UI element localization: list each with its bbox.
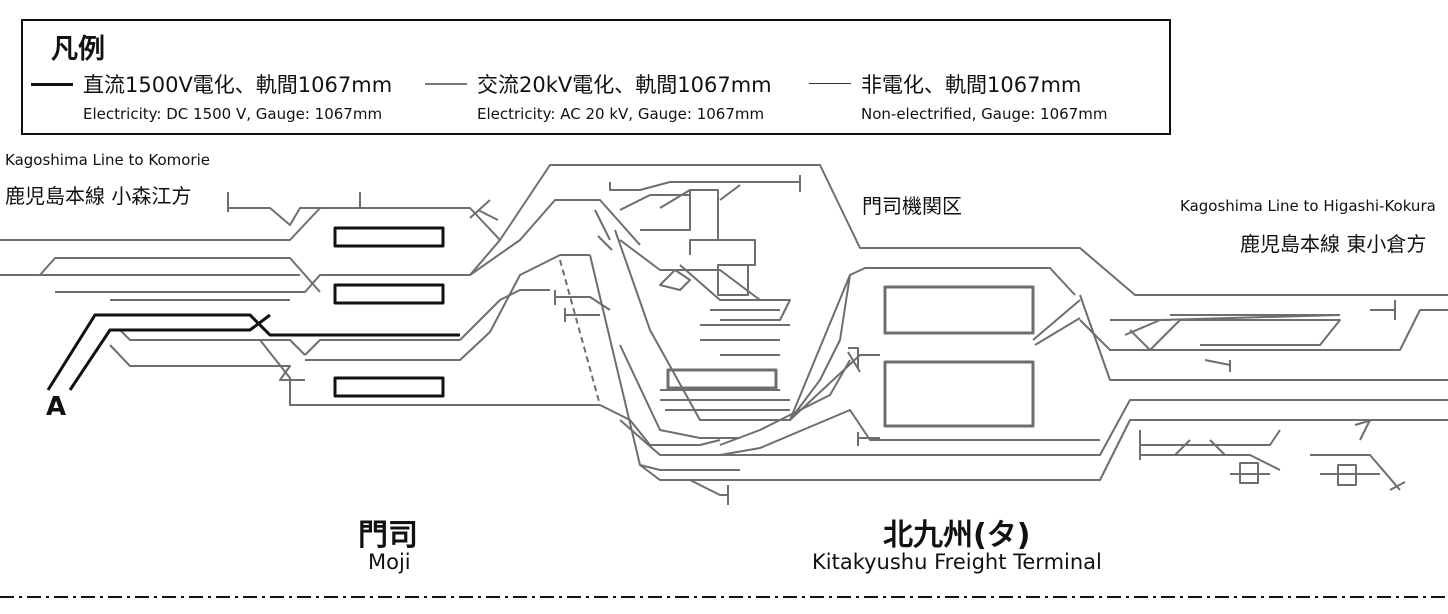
track-main-3 xyxy=(55,239,501,293)
track-depot-link-3 xyxy=(459,289,550,341)
track-east-3 xyxy=(1110,314,1341,336)
platform-terminal-1 xyxy=(883,285,1035,335)
track-east-siding-2 xyxy=(1140,454,1281,471)
track-terminal-west-2 xyxy=(719,359,851,446)
track-terminal-west xyxy=(789,274,851,421)
track-depot-2 xyxy=(619,184,741,211)
legend-title: 凡例 xyxy=(51,34,105,65)
label-komorie-jp: 鹿児島本線 小森江方 xyxy=(5,184,192,208)
track-dc-2 xyxy=(68,313,271,391)
track-east-stop xyxy=(1354,419,1406,491)
track-east-siding-5 xyxy=(1310,454,1401,491)
track-east-siding-3 xyxy=(1174,439,1226,456)
label-higashi-jp: 鹿児島本線 東小倉方 xyxy=(1240,232,1427,256)
track-depot-9 xyxy=(700,309,790,356)
track-terminal-lower xyxy=(719,409,1100,456)
legend-en-ac: Electricity: AC 20 kV, Gauge: 1067mm xyxy=(477,105,765,123)
track-depot-stub-2 xyxy=(564,308,600,322)
track-terminal-1 xyxy=(589,254,740,471)
label-terminal-jp: 北九州(タ) xyxy=(883,518,1031,553)
legend-en-dc: Electricity: DC 1500 V, Gauge: 1067mm xyxy=(83,105,383,123)
platform-terminal-2 xyxy=(883,360,1035,428)
track-depot-8 xyxy=(679,264,791,321)
track-terminal-stub xyxy=(689,479,729,505)
legend-jp-non-electrified: 非電化、軌間1067mm xyxy=(861,73,1082,97)
legend-en-non-electrified: Non-electrified, Gauge: 1067mm xyxy=(861,105,1108,123)
track-lower-3 xyxy=(259,339,600,406)
track-through-lower xyxy=(639,419,1448,481)
track-depot-4 xyxy=(700,239,756,296)
track-east-5 xyxy=(1370,300,1396,320)
label-komorie-en: Kagoshima Line to Komorie xyxy=(5,151,210,169)
track-terminal-stop-2 xyxy=(857,432,880,446)
track-dashed-link xyxy=(559,259,601,406)
label-terminal-en: Kitakyushu Freight Terminal xyxy=(812,550,1102,574)
track-east-6 xyxy=(1204,359,1231,372)
track-terminal-stop xyxy=(847,347,861,373)
track-depot-7 xyxy=(619,239,790,301)
track-dc-1 xyxy=(46,313,460,391)
track-depot-stub-1 xyxy=(554,290,611,311)
track-komorie-siding xyxy=(227,192,361,226)
track-terminal-3 xyxy=(619,344,740,439)
legend-jp-dc: 直流1500V電化、軌間1067mm xyxy=(83,73,393,97)
track-depot-yard xyxy=(660,389,790,411)
turntable-depot xyxy=(659,269,691,291)
track-east-siding-6 xyxy=(1320,419,1380,475)
track-depot-6 xyxy=(614,229,880,421)
track-depot-1 xyxy=(609,175,801,192)
track-lower-2 xyxy=(109,344,305,381)
track-east-1 xyxy=(1079,294,1448,381)
track-depot-link-1 xyxy=(469,199,641,276)
track-terminal-east xyxy=(1032,299,1081,346)
track-lower-4 xyxy=(305,331,491,361)
platform-moji-1 xyxy=(333,226,445,248)
track-terminal-loop-upper xyxy=(789,267,1076,421)
platform-depot xyxy=(666,368,778,390)
label-depot: 門司機関区 xyxy=(862,194,962,218)
track-lower-5 xyxy=(304,339,460,356)
track-depot-loop xyxy=(499,164,1448,296)
track-east-2 xyxy=(1079,319,1341,351)
legend-swatch-dc xyxy=(31,83,73,86)
track-stop-2 xyxy=(469,199,499,221)
legend-jp-ac: 交流20kV電化、軌間1067mm xyxy=(477,73,772,97)
track-depot-3 xyxy=(640,189,719,255)
legend-swatch-non-electrified xyxy=(809,83,851,84)
label-point-a: A xyxy=(46,392,67,422)
legend: 凡例 直流1500V電化、軌間1067mm Electricity: DC 15… xyxy=(21,19,1171,135)
label-higashi-en: Kagoshima Line to Higashi-Kokura xyxy=(1180,197,1436,215)
label-moji-en: Moji xyxy=(368,550,411,574)
legend-swatch-ac xyxy=(425,83,467,85)
track-through-lower-2 xyxy=(619,399,1448,456)
track-upper xyxy=(0,207,501,241)
label-moji-jp: 門司 xyxy=(358,518,418,553)
track-depot-link-2 xyxy=(489,254,590,333)
platform-moji-2 xyxy=(333,283,445,305)
track-east-4 xyxy=(1129,309,1448,351)
track-lower-1 xyxy=(119,329,306,356)
platform-moji-3 xyxy=(333,376,445,398)
track-depot-5 xyxy=(594,209,613,251)
